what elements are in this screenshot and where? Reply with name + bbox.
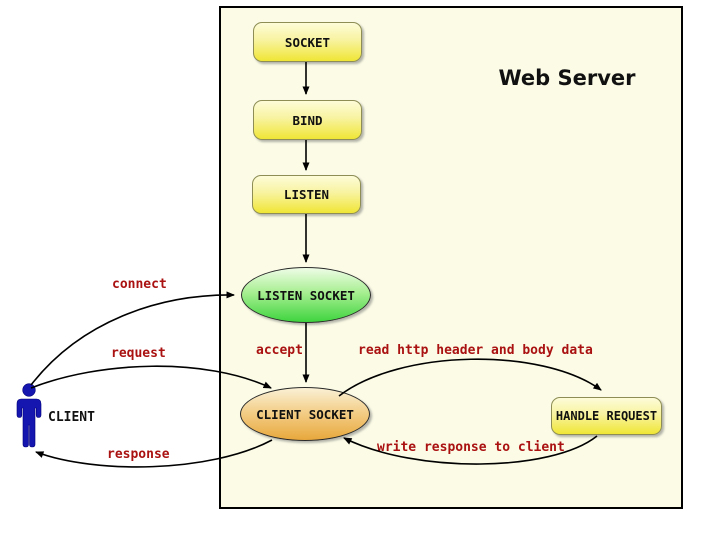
edge-label-response: response xyxy=(107,447,170,462)
node-handle-request: HANDLE REQUEST xyxy=(551,397,662,435)
client-person-icon xyxy=(16,383,42,448)
node-socket: SOCKET xyxy=(253,22,362,62)
node-listen: LISTEN xyxy=(252,175,361,214)
node-listen-socket: LISTEN SOCKET xyxy=(241,267,371,323)
node-bind: BIND xyxy=(253,100,362,140)
node-bind-label: BIND xyxy=(292,112,323,128)
diagram-title: Web Server xyxy=(498,66,636,90)
arrow-connect xyxy=(30,291,235,386)
edge-label-accept: accept xyxy=(256,343,303,358)
node-socket-label: SOCKET xyxy=(284,34,331,50)
client-actor-label: CLIENT xyxy=(48,410,95,425)
node-client-socket-label: CLIENT SOCKET xyxy=(256,406,354,422)
node-listen-label: LISTEN xyxy=(283,187,330,202)
node-listen-socket-label: LISTEN SOCKET xyxy=(257,287,355,303)
node-client-socket: CLIENT SOCKET xyxy=(240,387,370,441)
edge-label-write: write response to client xyxy=(377,440,565,455)
edge-label-read: read http header and body data xyxy=(358,343,593,358)
node-handle-request-label: HANDLE REQUEST xyxy=(555,409,658,423)
edge-label-connect: connect xyxy=(112,277,167,292)
edge-label-request: request xyxy=(111,346,166,361)
